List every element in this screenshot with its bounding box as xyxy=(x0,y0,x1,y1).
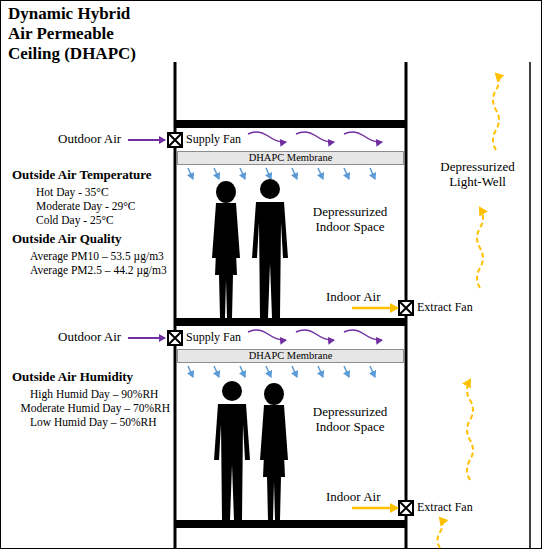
condition-line: Cold Day - 25°C xyxy=(36,214,114,227)
supply-fan xyxy=(168,133,182,147)
air-label: Indoor Air xyxy=(326,490,381,505)
condition-line: Low Humid Day – 50%RH xyxy=(30,416,157,429)
indoor-air-arrow xyxy=(352,507,397,510)
membrane-label: DHAPC Membrane xyxy=(249,350,333,362)
section-heading: Outside Air Humidity xyxy=(12,370,133,385)
fan-label: Supply Fan xyxy=(186,331,241,345)
person-silhouette xyxy=(252,179,288,318)
extract-fan xyxy=(399,301,413,315)
slab xyxy=(175,520,406,528)
fan-label: Extract Fan xyxy=(417,301,473,315)
person-silhouette xyxy=(212,181,240,318)
air-label: Indoor Air xyxy=(326,290,381,305)
condition-line: High Humid Day – 90%RH xyxy=(30,388,158,401)
fan-label: Extract Fan xyxy=(417,501,473,515)
section-heading: Outside Air Temperature xyxy=(12,168,152,183)
fan-label: Supply Fan xyxy=(186,133,241,147)
person-silhouette xyxy=(214,381,250,520)
membrane-band: DHAPC Membrane xyxy=(177,349,404,363)
section-heading: Outside Air Quality xyxy=(12,232,122,247)
light-well-label: Depressurized Light-Well xyxy=(430,160,525,190)
slab xyxy=(175,318,406,326)
person-silhouette xyxy=(260,383,288,520)
membrane-band: DHAPC Membrane xyxy=(177,151,404,165)
slab xyxy=(175,120,406,128)
space-label: Depressurized Indoor Space xyxy=(300,205,400,235)
condition-line: Average PM2.5 – 44.2 µg/m3 xyxy=(30,264,167,277)
ceiling-airflow xyxy=(188,168,375,377)
space-label: Depressurized Indoor Space xyxy=(300,405,400,435)
outdoor-air-arrow xyxy=(128,337,165,339)
light-well-wall xyxy=(529,62,531,549)
supply-fan xyxy=(168,331,182,345)
air-label: Outdoor Air xyxy=(58,330,121,345)
air-label: Outdoor Air xyxy=(58,132,121,147)
indoor-air-arrow xyxy=(352,307,397,310)
extract-fan xyxy=(399,501,413,515)
condition-line: Average PM10 – 53.5 µg/m3 xyxy=(30,250,164,263)
condition-line: Moderate Humid Day – 70%RH xyxy=(21,402,170,415)
condition-line: Hot Day - 35°C xyxy=(36,186,109,199)
diagram-title: Dynamic Hybrid Air Permeable Ceiling (DH… xyxy=(8,4,148,64)
outdoor-air-arrow xyxy=(128,139,165,141)
condition-line: Moderate Day - 29°C xyxy=(36,200,135,213)
membrane-label: DHAPC Membrane xyxy=(249,152,333,164)
